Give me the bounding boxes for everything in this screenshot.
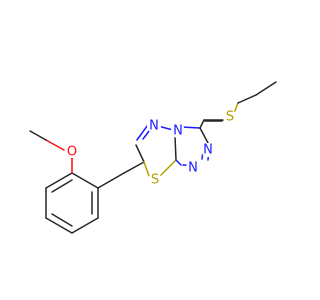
sulfur-atom-label: S [226,110,234,125]
bond [45,172,73,189]
bond [51,213,73,227]
nitrogen-atom-label: N [149,119,159,134]
bond [51,179,73,193]
nitrogen-atom-label: N [188,161,198,176]
atom-labels: O N N N N S S [65,110,237,188]
benzyl-linker [97,161,145,189]
bond [237,94,257,104]
bond [29,130,47,141]
bond [233,102,239,114]
structure-drawing: O N N N N S S [29,81,277,234]
propylthio-chain [199,81,277,129]
bond [175,159,182,166]
bond [180,126,201,129]
bond [45,217,73,234]
bond [199,127,209,144]
nitrogen-atom-label: N [173,124,183,139]
bond [255,81,277,96]
methoxy-group [29,130,73,174]
bond [174,135,177,161]
oxygen-atom-label: O [67,145,77,160]
bond [123,161,145,174]
benzene-ring [45,172,99,234]
sulfur-atom-label: S [151,173,159,188]
bond [97,172,125,189]
bond [143,161,150,177]
nitrogen-atom-label: N [203,143,213,158]
bond [71,172,99,189]
molecule-canvas: O N N N N S S [29,81,277,234]
bond [71,217,99,234]
bond [135,144,145,163]
bond [199,119,205,129]
bond [159,159,177,177]
bond [45,139,65,151]
